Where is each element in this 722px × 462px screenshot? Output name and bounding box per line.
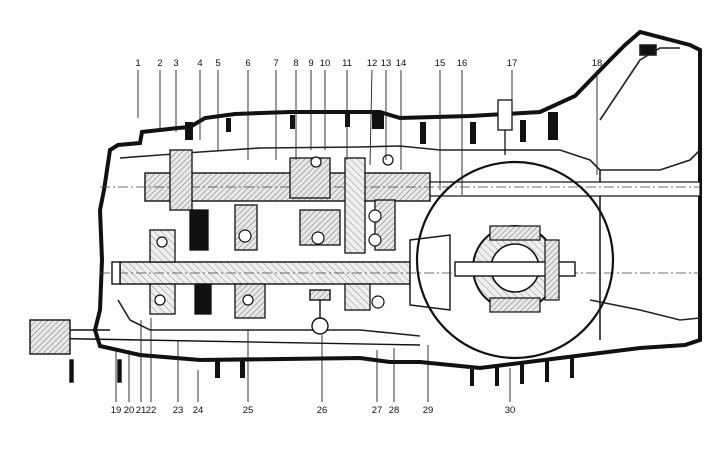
part-label-18: 18	[592, 58, 603, 69]
part-label-9: 9	[308, 58, 313, 69]
leader-line-12	[369, 69, 373, 166]
part-label-25: 25	[243, 405, 254, 416]
part-label-17: 17	[507, 58, 518, 69]
part-label-19: 19	[111, 405, 122, 416]
part-label-10: 10	[320, 58, 331, 69]
part-label-15: 15	[435, 58, 446, 69]
shift-rod	[497, 99, 513, 155]
part-label-3: 3	[173, 58, 178, 69]
part-label-20: 20	[124, 405, 135, 416]
part-label-1: 1	[135, 58, 140, 69]
part-label-30: 30	[505, 405, 516, 416]
part-label-7: 7	[273, 58, 278, 69]
part-label-5: 5	[215, 58, 220, 69]
bearings	[154, 154, 394, 309]
part-label-23: 23	[173, 405, 184, 416]
housing	[92, 29, 702, 371]
part-label-26: 26	[317, 405, 328, 416]
part-label-2: 2	[157, 58, 162, 69]
part-label-13: 13	[381, 58, 392, 69]
linkage	[29, 261, 421, 383]
part-label-22: 22	[146, 405, 157, 416]
part-label-12: 12	[367, 58, 378, 69]
part-label-29: 29	[423, 405, 434, 416]
part-label-6: 6	[245, 58, 250, 69]
top-ribs	[185, 112, 558, 144]
leader-lines	[115, 69, 598, 402]
part-label-4: 4	[197, 58, 202, 69]
counter-shaft	[100, 234, 700, 311]
part-label-21: 21	[136, 405, 147, 416]
part-label-16: 16	[457, 58, 468, 69]
bottom-ribs	[215, 356, 574, 386]
differential	[415, 160, 615, 360]
part-label-11: 11	[342, 58, 352, 69]
part-label-8: 8	[293, 58, 298, 69]
part-label-27: 27	[372, 405, 383, 416]
part-label-28: 28	[389, 405, 400, 416]
part-label-24: 24	[193, 405, 204, 416]
part-label-14: 14	[396, 58, 407, 69]
